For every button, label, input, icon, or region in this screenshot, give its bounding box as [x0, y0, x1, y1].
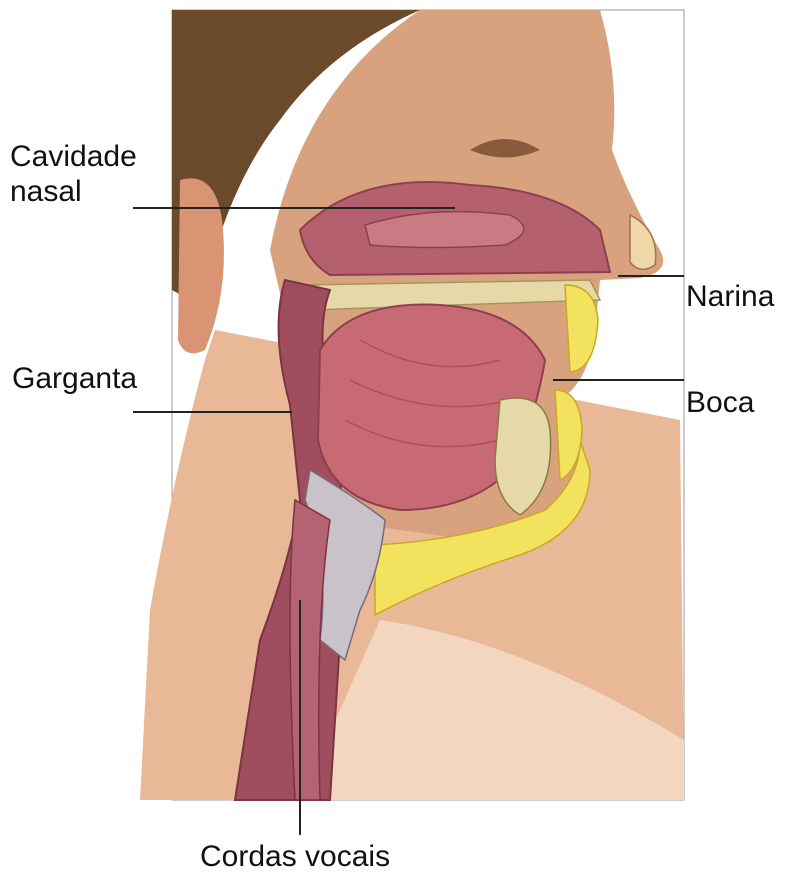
label-cavidade-nasal: Cavidade nasal [10, 140, 137, 209]
label-garganta: Garganta [12, 362, 137, 397]
label-boca: Boca [686, 386, 754, 421]
label-cavidade-nasal-line2: nasal [10, 175, 137, 210]
label-cordas-vocais: Cordas vocais [200, 840, 390, 875]
label-cavidade-nasal-line1: Cavidade [10, 140, 137, 175]
label-narina: Narina [686, 280, 774, 315]
